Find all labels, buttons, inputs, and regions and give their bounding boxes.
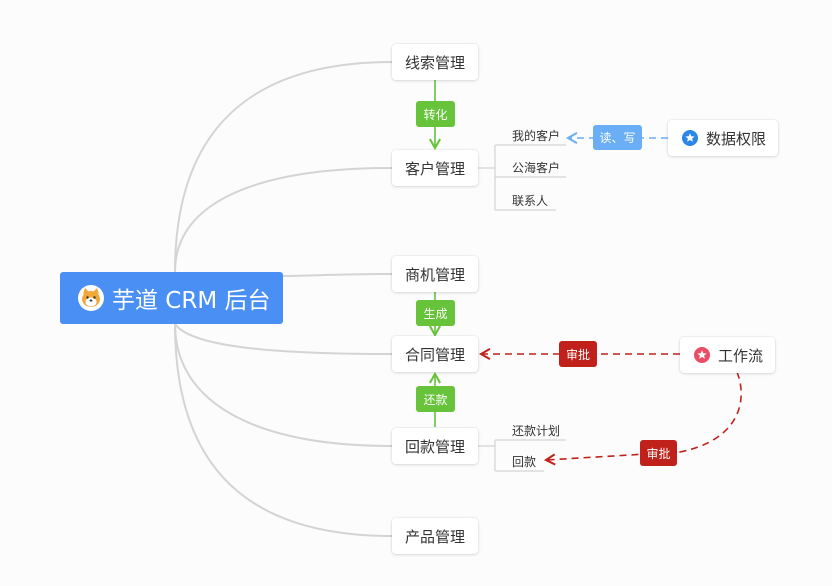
tag-repay: 还款 [416,386,455,412]
tag-approve-payment: 审批 [640,440,677,466]
branch-customer [174,167,393,273]
branch-payment [174,323,393,447]
leaf-payment[interactable]: 回款 [512,455,537,469]
node-data-permission[interactable]: 数据权限 [668,120,778,156]
branch-product [174,323,393,537]
module-contract[interactable]: 合同管理 [392,336,478,372]
root-title: 芋道 CRM 后台 [112,288,271,314]
module-customer[interactable]: 客户管理 [392,150,478,186]
leaf-contacts[interactable]: 联系人 [512,194,549,208]
leaf-repayment-plan[interactable]: 还款计划 [512,424,561,438]
module-leads[interactable]: 线索管理 [392,44,478,80]
root-node[interactable]: 芋道 CRM 后台 [60,272,283,324]
star-badge-icon [694,347,710,363]
tag-convert: 转化 [416,101,455,127]
branch-leads [174,61,393,273]
node-workflow[interactable]: 工作流 [680,337,775,373]
branch-contract [174,323,393,355]
leaf-public-customers[interactable]: 公海客户 [512,161,561,175]
star-badge-icon [682,130,698,146]
tag-generate: 生成 [416,300,455,326]
leaf-my-customers[interactable]: 我的客户 [512,129,561,143]
tag-approve-contract: 审批 [559,341,597,367]
module-product[interactable]: 产品管理 [392,518,478,554]
branch-business [282,273,393,277]
tag-read-write: 读、写 [593,125,642,150]
module-business[interactable]: 商机管理 [392,256,478,292]
shiba-logo-icon [78,285,104,311]
module-payment[interactable]: 回款管理 [392,428,478,464]
